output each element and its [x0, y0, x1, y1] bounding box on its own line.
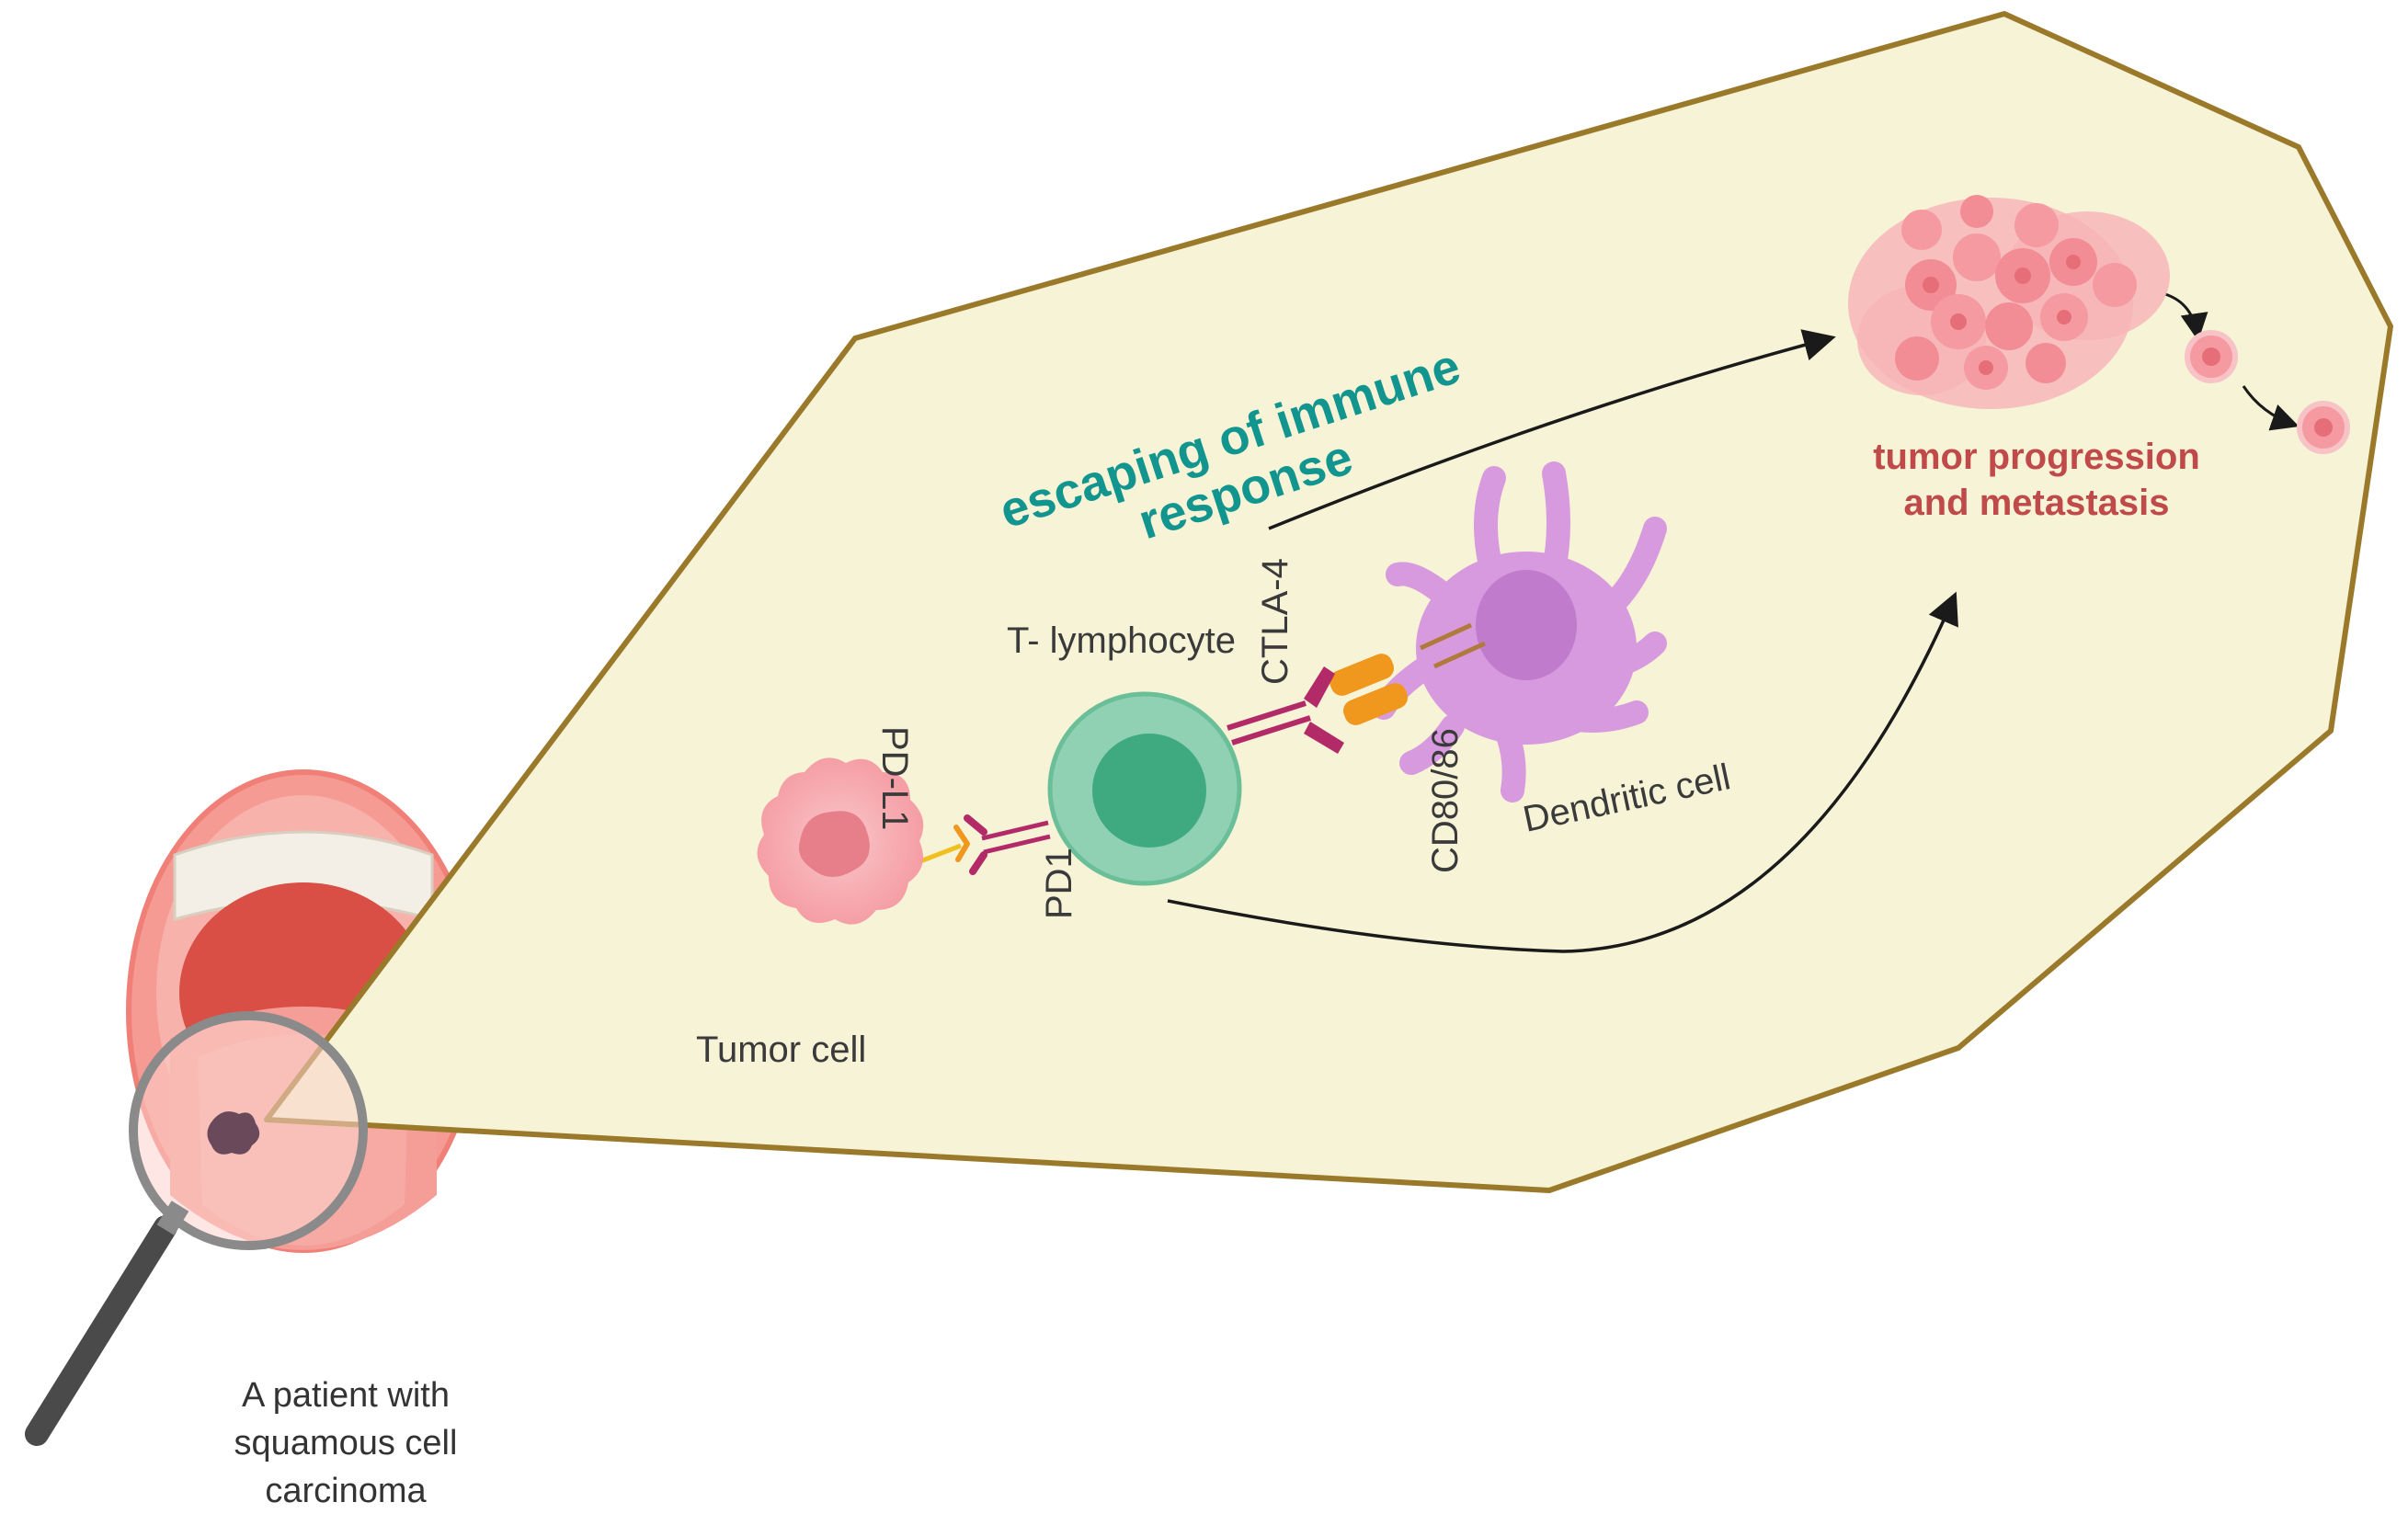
zoom-panel [264, 11, 2393, 1193]
patient-label-line1: A patient with [242, 1376, 450, 1415]
pd1-label: PD1 [1039, 848, 1079, 919]
metastasis-arrow-1 [2164, 292, 2208, 341]
magnifier-icon [25, 1011, 368, 1446]
escape-arrow [1268, 329, 1836, 530]
progression-label-line2: and metastasis [1903, 483, 2169, 523]
metastatic-cell-2 [2297, 401, 2350, 454]
cd80-86-receptor [1329, 622, 1487, 725]
ctla4-label: CTLA-4 [1255, 558, 1295, 685]
pdl1-label: PD-L1 [874, 726, 915, 830]
patient-label-line2: squamous cell [234, 1424, 458, 1462]
progression-arrow [1167, 591, 1958, 953]
pd1-pdl1-receptors [900, 814, 1051, 875]
cd80-86-label: CD80/86 [1425, 728, 1466, 873]
tumor-cell [757, 757, 924, 925]
patient-label-line3: carcinoma [265, 1472, 427, 1510]
metastasis-arrow-2 [2242, 385, 2300, 431]
ctla4-receptor [1227, 666, 1344, 754]
t-lymphocyte-label: T- lymphocyte [1007, 620, 1236, 661]
progression-label-line1: tumor progression [1873, 437, 2200, 477]
tumor-cell-label: Tumor cell [696, 1030, 866, 1070]
t-lymphocyte-cell [1047, 691, 1242, 886]
metastatic-cell-1 [2185, 330, 2238, 383]
tumor-cluster [1848, 195, 2170, 409]
